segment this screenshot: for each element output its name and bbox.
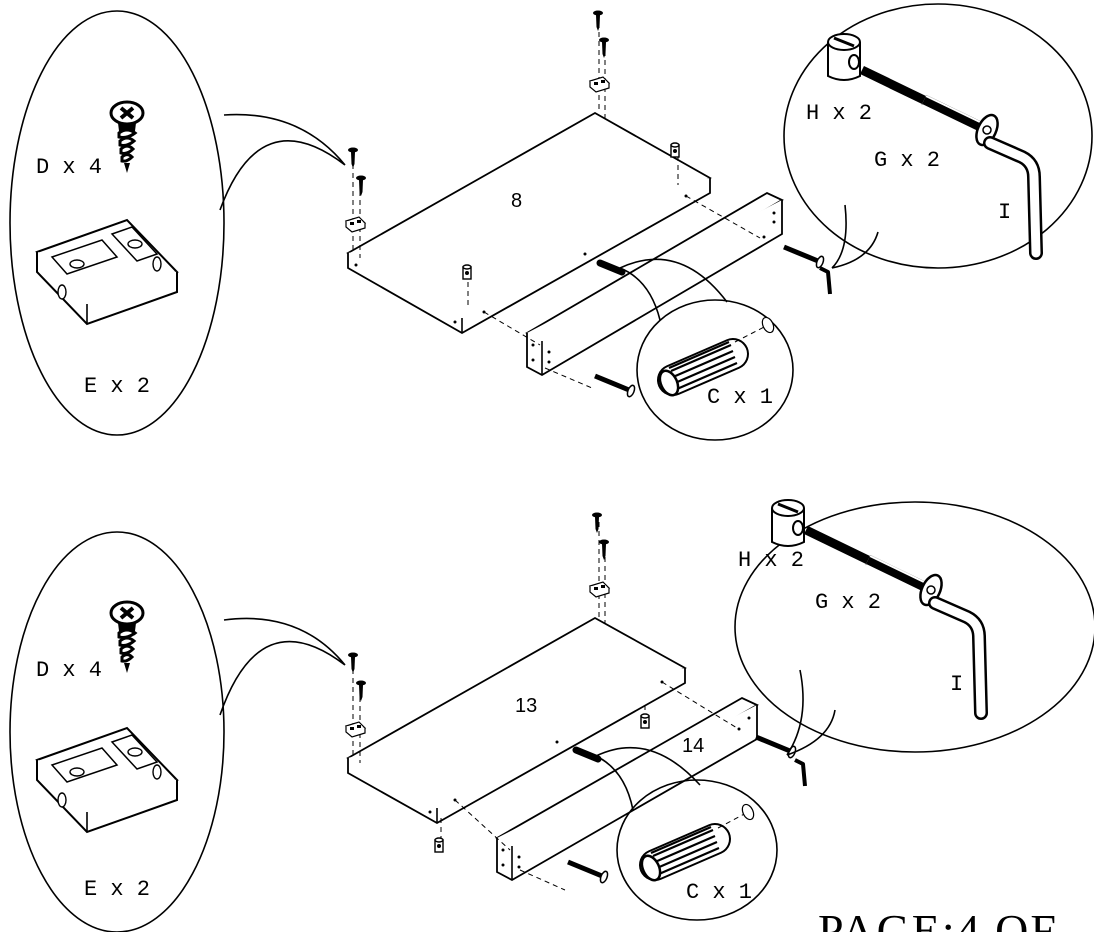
step-2-assembly: D x 4 E x 2 13 14 — [9, 498, 1094, 932]
page-indicator: PAGE:4 OF — [818, 905, 1058, 932]
screw-d-icon — [109, 100, 145, 175]
screw-d-label: D x 4 — [36, 155, 102, 180]
step1-right-callout-leader — [831, 204, 879, 269]
dowel-c-label: C x 1 — [686, 880, 752, 905]
allen-key-i-label: I — [950, 672, 963, 697]
dowel-c-label: C x 1 — [707, 385, 773, 410]
panel-13 — [346, 616, 687, 825]
bolt-g-icon — [862, 70, 1002, 148]
step1-right-callout — [783, 3, 1093, 269]
rail-14-number: 14 — [682, 735, 704, 757]
panel-13-number: 13 — [515, 695, 537, 717]
allen-key-i-icon — [990, 143, 1036, 253]
step2-left-callout-leader — [219, 617, 346, 716]
bracket-e-icon — [36, 727, 178, 833]
step2-right-callout — [734, 501, 1094, 753]
screw-d-label: D x 4 — [36, 658, 102, 683]
step2-dowel-callout — [616, 779, 778, 921]
bolt-g-label: G x 2 — [874, 148, 940, 173]
bracket-e-label: E x 2 — [84, 374, 150, 399]
cam-h-icon — [826, 32, 862, 82]
rail-top — [525, 191, 784, 377]
step1-left-callout-leader — [219, 113, 346, 211]
step-1-assembly: D x 4 E x 2 8 — [9, 3, 1093, 441]
panel-8-number: 8 — [511, 190, 522, 212]
rail-14 — [495, 696, 759, 882]
allen-key-i-label: I — [998, 200, 1011, 225]
dowel-c-icon — [638, 827, 719, 883]
screw-d-icon — [109, 600, 145, 675]
bracket-e-label: E x 2 — [84, 877, 150, 902]
cam-h-label: H x 2 — [738, 548, 804, 573]
bolt-g-label: G x 2 — [815, 590, 881, 615]
step1-dowel-callout — [636, 299, 794, 441]
cam-h-label: H x 2 — [806, 101, 872, 126]
step1-left-callout — [9, 10, 225, 436]
step2-left-callout — [9, 531, 225, 932]
bracket-e-icon — [36, 219, 178, 325]
panel-8 — [346, 111, 712, 335]
step2-right-callout-leader — [786, 669, 836, 756]
cam-h-icon — [770, 498, 806, 548]
